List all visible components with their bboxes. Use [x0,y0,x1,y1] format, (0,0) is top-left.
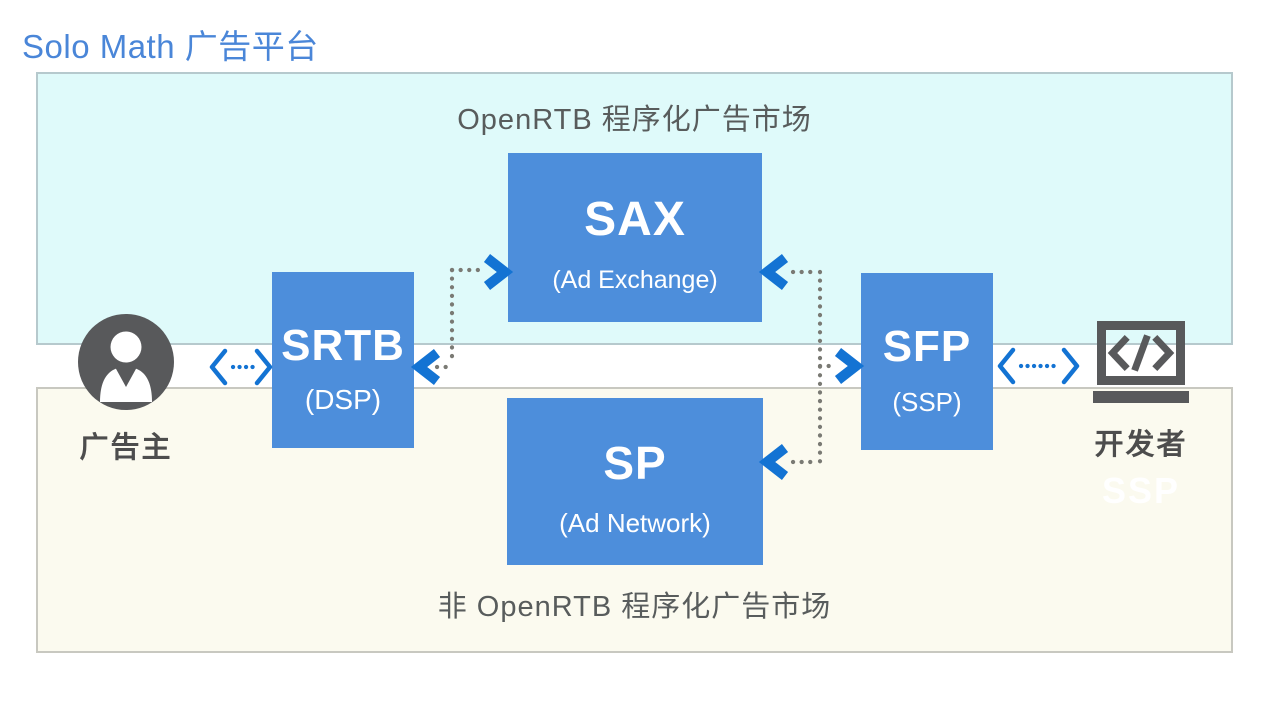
node-sax: SAX (Ad Exchange) [508,153,762,322]
person-icon [100,331,152,402]
arrowhead-into-srtb-icon [410,349,441,385]
node-sfp-subtitle: (SSP) [892,386,962,417]
page-title: Solo Math 广告平台 [22,28,319,65]
node-sfp-name: SFP [882,321,972,371]
chevron-right-icon [1061,347,1080,385]
region-openrtb-label: OpenRTB 程序化广告市场 [457,104,812,136]
developer-label: 开发者 [1094,429,1188,461]
connector-advertiser-srtb [209,348,273,386]
advertiser-label: 广告主 [79,432,173,464]
node-sp-name: SP [603,436,667,489]
arrowhead-into-sfp-icon [834,348,865,384]
advertiser-icon [78,314,174,410]
node-sax-name: SAX [584,193,686,246]
connector-sfp-developer [997,347,1080,385]
region-non-openrtb-label: 非 OpenRTB 程序化广告市场 [437,591,832,623]
node-srtb-subtitle: (DSP) [304,384,382,415]
node-sfp: SFP (SSP) [861,273,993,450]
chevron-left-icon [209,348,228,386]
node-sp: SP (Ad Network) [507,398,763,565]
developer-ghost-label: SSP [1101,470,1181,511]
code-icon [1107,334,1175,372]
developer-icon [1097,321,1185,385]
node-sp-subtitle: (Ad Network) [559,507,711,538]
chevron-right-icon [254,348,273,386]
node-srtb: SRTB (DSP) [272,272,414,448]
chevron-left-icon [997,347,1016,385]
node-sax-subtitle: (Ad Exchange) [552,266,718,294]
node-srtb-name: SRTB [281,321,405,370]
laptop-base [1093,391,1189,403]
